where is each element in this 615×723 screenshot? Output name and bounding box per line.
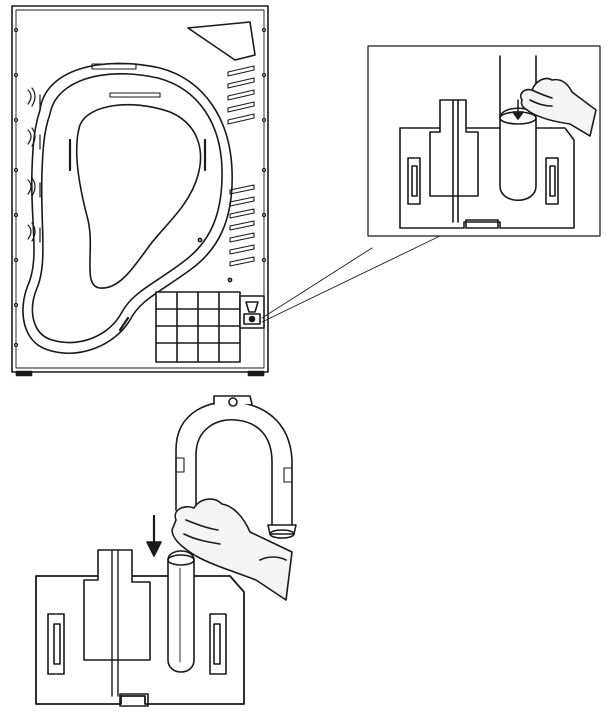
down-arrow-icon [512,99,524,120]
grid-panel-icon [155,291,241,363]
hose-connection-step [35,395,297,707]
right-vent-louvers [227,65,255,267]
side-rivets [13,27,267,348]
drum-outline [75,103,202,289]
hand-icon [171,498,293,601]
dryer-rear-panel [11,5,269,377]
drain-connector-spot [239,295,265,329]
hand-icon [519,77,597,137]
air-duct-loop [22,62,233,354]
drain-hose-u [175,395,297,539]
down-arrow-icon [146,514,162,557]
zoom-callout [261,45,601,323]
